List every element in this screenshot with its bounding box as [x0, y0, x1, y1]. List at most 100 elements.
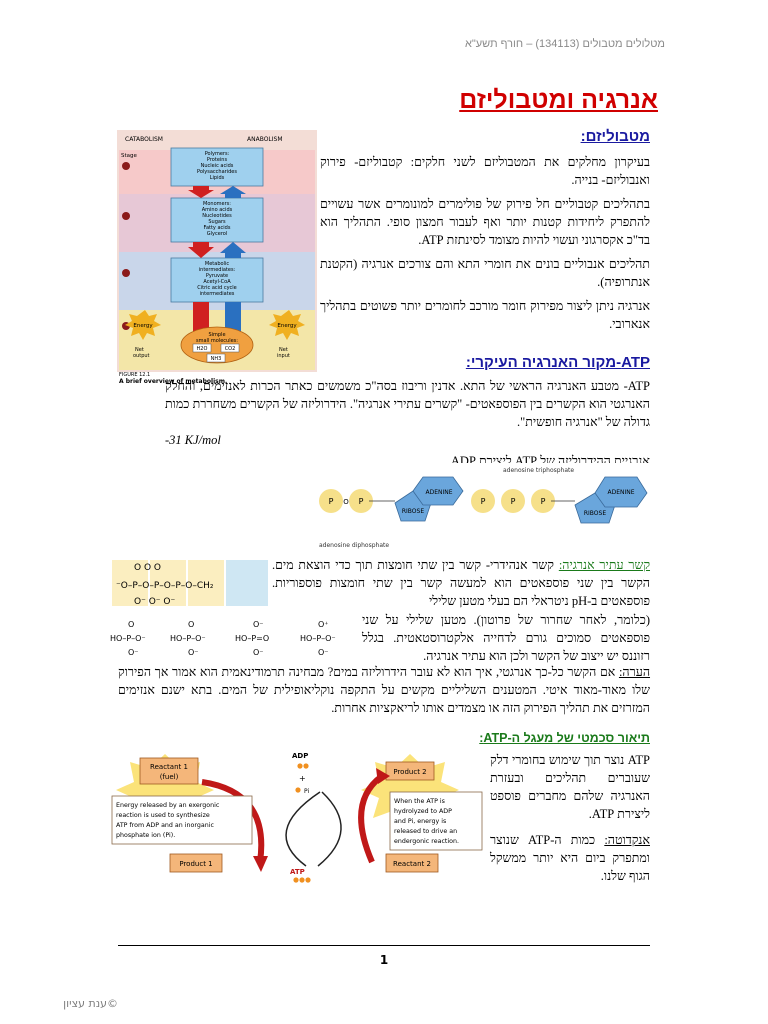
box4-line: small molecules: — [196, 338, 238, 344]
reactant2-label: Reactant 2 — [393, 860, 431, 868]
endergonic-arrow — [358, 773, 384, 864]
author-credit: ©ענת עציון — [63, 997, 118, 1010]
section-atp-heading: ATP-מקור האנרגיה העיקרי: — [465, 354, 650, 371]
oxygen-atom: O⁻ — [188, 648, 199, 657]
energy-label: Energy — [277, 323, 297, 329]
co2-box — [220, 343, 240, 353]
ribose-label: RIBOSE — [402, 508, 424, 515]
endergonic-text-line: hydrolyzed to ADP — [394, 808, 452, 815]
paragraph: ATP- מטבע האנרגיה הראשי של התא. אדנין ור… — [165, 379, 650, 429]
atp-hydrolysis-arc — [317, 791, 342, 867]
paragraph: אנרגיה ניתן ליצור מפירוק חומר מורכב לחומ… — [320, 299, 650, 331]
endergonic-text-line: released to drive an — [394, 828, 457, 835]
nh3-label: NH3 — [211, 356, 222, 362]
paragraph: (כלומר, לאחר שחרור של פרוטון). מטען שליל… — [362, 613, 650, 663]
monomers-box — [170, 197, 264, 243]
adp-label: ADP — [292, 752, 308, 760]
anhydride-bond-figure: ⁻O–P–O–P–O–P–O–CH₂ O O O O⁻ O⁻ O⁻ — [112, 560, 268, 607]
product2-label: Product 2 — [393, 768, 426, 776]
stage3-marker — [122, 269, 130, 277]
high-energy-bond-text: קשר עתיר אנרגיה: קשר אנהידרי- קשר בין שת… — [272, 556, 650, 610]
plus-sign: + — [299, 774, 306, 783]
box2-line: Glycerol — [207, 231, 227, 237]
atp-adp-structure-figure: adenosine triphosphate adenosine diphosp… — [313, 463, 659, 549]
adp-molecule: P P O RIBOSE ADENINE — [319, 476, 464, 522]
exergonic-text-line: Energy released by an exergonic — [116, 802, 220, 809]
atp-synthesis-arc — [285, 791, 321, 867]
box1-line: Proteins — [207, 157, 228, 163]
box3-line: intermediates — [200, 291, 235, 297]
box2-line: Nucleotides — [202, 213, 232, 219]
energy-label: Energy — [133, 323, 153, 329]
box4-line: Simple — [208, 332, 225, 338]
adenine-ring — [412, 476, 464, 506]
reactant1-line: Reactant 1 — [150, 763, 188, 771]
co2-label: CO2 — [225, 346, 236, 352]
charged-oxygen: O⁻ O⁻ O⁻ — [134, 597, 175, 607]
main-title: אנרגיה ומטבוליזם — [459, 86, 658, 114]
product2-box — [385, 761, 435, 781]
exergonic-text-box — [111, 795, 253, 845]
catabolism-label: CATABOLISM — [125, 136, 163, 143]
atp-dot — [305, 877, 311, 883]
phosphate-glow — [501, 489, 525, 513]
section-metabolism-text: בעיקרון מחלקים את המטבוליזם לשני חלקים: … — [320, 153, 650, 339]
phosphate-group: ⁻O–P–O–P–O–P–O–CH₂ — [116, 581, 214, 591]
paragraph: תהליכים אנבוליים בונים את חומרי התא והם … — [320, 257, 650, 289]
box3-line: intermediates: — [199, 267, 236, 273]
oxygen-atom: O⁻ — [253, 620, 264, 629]
section-metabolism-heading: מטבוליזם: — [580, 128, 650, 145]
box1-line: Lipids — [210, 175, 225, 181]
resonance-form: HO–P–O⁻ — [170, 634, 206, 643]
box2-line: Amino acids — [202, 207, 233, 213]
box1-line: Polymers: — [205, 151, 230, 157]
resonance-text: (כלומר, לאחר שחרור של פרוטון). מטען שליל… — [362, 611, 650, 665]
atp-cycle-heading: תיאור סכמטי של מעגל ה-ATP: — [479, 731, 650, 745]
h2o-box — [192, 343, 212, 353]
polymers-box — [170, 147, 264, 187]
resonance-form: HO–P–O⁻ — [110, 634, 146, 643]
reactant1-line: (fuel) — [160, 773, 179, 781]
box2-line: Fatty acids — [204, 225, 231, 231]
pi-label: Pi — [304, 788, 309, 795]
metabolism-overview-figure: CATABOLISM ANABOLISM Stage Polymers: Pro… — [117, 130, 317, 385]
atp-cycle-figure: Reactant 1 (fuel) Product 2 Product 1 Re… — [110, 752, 485, 910]
oxygen-atom: O⁻ — [253, 648, 264, 657]
paragraph: ATP נוצר תוך שימוש בחומרי דלק שעוברים תה… — [490, 753, 650, 821]
adp-dot — [297, 763, 303, 769]
oxygen-atom: O — [128, 620, 134, 629]
up-arrow — [220, 242, 246, 258]
figure-number: FIGURE 12.1 — [119, 372, 150, 378]
phosphorus-atom: P — [541, 497, 546, 506]
paragraph: כמות ה-ATP שנוצר ומתפרק ביום היא יותר ממ… — [490, 833, 650, 883]
note-text: הערה: אם הקשר כל-כך אנרגטי, איך הוא לא ע… — [118, 663, 650, 717]
endergonic-text-box — [389, 791, 483, 851]
down-arrow — [188, 242, 214, 258]
resonance-form: HO–P–O⁻ — [300, 634, 336, 643]
adenine-ring — [594, 476, 648, 508]
exergonic-text-line: ATP from ADP and an inorganic — [116, 822, 214, 829]
box3-line: Metabolic — [205, 261, 229, 267]
stage-label: Stage — [121, 153, 138, 159]
endergonic-text-line: When the ATP is — [394, 798, 445, 805]
box3-line: Citric acid cycle — [197, 285, 237, 291]
energy-burst-right — [269, 310, 305, 340]
paragraph: בעיקרון מחלקים את המטבוליזם לשני חלקים: … — [320, 155, 650, 187]
box1-line: Polysaccharides — [197, 169, 237, 175]
atp-dot — [299, 877, 305, 883]
adp-label: adenosine diphosphate — [319, 542, 389, 549]
paragraph: בתהליכים קטבוליים חל פירוק של פולימרים ל… — [320, 197, 650, 247]
phosphate-glow — [471, 489, 495, 513]
note-label: הערה: — [618, 665, 651, 679]
oxygen-atom: O — [343, 498, 349, 506]
phosphate-glow — [349, 489, 373, 513]
figure-caption: A brief overview of metabolism. — [119, 378, 227, 385]
page-number: 1 — [379, 953, 389, 967]
phosphorus-atom: P — [329, 497, 334, 506]
ribose-label: RIBOSE — [584, 510, 606, 517]
page-header: מטלולים מטבולים (134113) – חורף תשע"א — [464, 38, 665, 50]
up-arrow — [220, 186, 246, 198]
phosphate-glow — [531, 489, 555, 513]
net-output-line: Net — [135, 347, 144, 353]
exergonic-text-line: phosphate ion (Pi). — [116, 832, 175, 839]
